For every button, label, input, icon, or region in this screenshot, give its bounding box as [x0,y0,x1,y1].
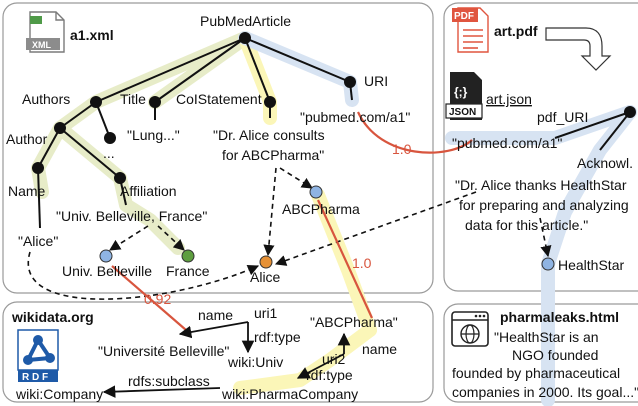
entity-univ-belleville-node [99,249,113,263]
json-badge: JSON [449,107,476,118]
pdf-file-name: art.pdf [494,23,538,39]
entity-healthstar-node [541,257,555,271]
label-pubmedarticle: PubMedArticle [200,13,291,29]
node-author [54,122,66,134]
label-subclass: rdfs:subclass [128,373,210,389]
label-ack-1: "Dr. Alice thanks HealthStar [455,177,627,193]
node-title [149,96,161,108]
label-alice: Alice [250,269,281,285]
label-uri2: uri2 [322,351,346,367]
label-healthstar: HealthStar [558,257,624,273]
xml-file-icon: XML [26,11,65,53]
rdf-logo-icon: R D F [17,329,59,383]
node-authors [90,96,102,108]
wikidata-title: wikidata.org [11,309,94,325]
html-line-3: founded by pharmaceutical [452,365,620,381]
json-file-icon: {;} JSON [445,72,483,120]
node-json-root [624,106,636,118]
pdf-badge: PDF [454,11,474,22]
node-pubmedarticle [239,32,251,44]
json-file-name: art.json [486,91,532,107]
similarity-links [111,111,473,331]
wikidata-edges [102,321,351,398]
label-ack-2: for preparing and analyzing [459,197,629,213]
json-tree-edges [554,111,631,151]
node-more-authors [104,132,116,144]
xml-entity-arrows [27,167,552,300]
arrow-coi-to-abcpharma [279,167,313,189]
pdf-file-icon: PDF [452,7,489,53]
xml-tree-edges [37,37,353,229]
xml-badge: XML [32,40,52,50]
label-coistatement: CoIStatement [176,91,262,107]
html-file-icon [451,311,489,347]
label-univ-string: "Université Belleville" [98,343,229,359]
label-acknowl: Acknowl. [577,155,633,171]
arrow-ack-to-healthstar [539,217,552,258]
label-name-edge-1: name [198,307,233,323]
arrow-affil-to-univ [109,225,149,251]
score-univ-match: 0.92 [144,291,171,307]
label-uri-value: "pubmed.com/a1" [300,109,410,125]
label-uri: URI [364,73,388,89]
label-title-value: "Lung..." [127,127,180,143]
label-pdf-uri: pdf_URI [537,109,588,125]
label-ellipsis: ... [103,145,115,161]
html-line-1: "HealthStar is an [494,329,599,345]
label-affiliation: Affiliation [120,183,177,199]
node-name [32,162,44,174]
html-file-name: pharmaleaks.html [500,309,619,325]
label-wiki-pharma: wiki:PharmaCompany [221,386,358,402]
pdf-to-json-arrow [545,27,612,71]
label-wiki-company: wiki:Company [15,386,103,402]
label-univ-belleville: Univ. Belleville [62,263,152,279]
label-title: Title [120,91,146,107]
label-name-edge-2: name [362,341,397,357]
html-line-2: NGO founded [512,347,598,363]
label-name: Name [8,183,46,199]
xml-file-name: a1.xml [70,27,114,43]
html-line-4: companies in 2000. Its goal..." [452,384,638,400]
label-abc-string: "ABCPharma" [310,314,398,330]
arrow-coi-to-alice [263,167,277,257]
xml-panel [2,2,434,294]
link-uri-match [357,111,473,154]
label-coi-value-1: "Dr. Alice consults [213,127,325,143]
label-coi-value-2: for ABCPharma" [222,147,324,163]
node-coistatement [264,96,276,108]
node-uri [344,76,356,88]
entity-france-node [181,249,195,263]
score-abc-match: 1.0 [352,255,372,271]
label-rdftype-2: rdf:type [306,367,353,383]
link-univ-match [111,265,187,331]
xml-tree-nodes [32,32,356,184]
label-ack-3: data for this article." [465,217,588,233]
arrow-name-to-alice [27,251,260,300]
label-authors: Authors [22,91,70,107]
label-affiliation-value: "Univ. Belleville, France" [56,208,207,224]
score-uri-match: 1.0 [392,141,412,157]
entity-alice-node [259,255,273,269]
arrow-affil-to-france [157,225,185,251]
wikidata-panel [2,301,434,403]
label-wiki-univ: wiki:Univ [227,354,283,370]
rdf-badge: R D F [22,372,48,383]
label-name-value: "Alice" [18,233,58,249]
node-affiliation [114,172,126,184]
label-abcpharma: ABCPharma [282,201,360,217]
link-abc-match [316,199,374,319]
label-france: France [166,263,210,279]
label-author: Author [6,131,48,147]
json-braces: {;} [454,85,468,99]
label-rdftype-1: rdf:type [254,329,301,345]
entity-abcpharma-node [309,185,323,199]
label-uri1: uri1 [254,305,278,321]
label-json-uri-value: "pubmed.com/a1" [452,135,562,151]
